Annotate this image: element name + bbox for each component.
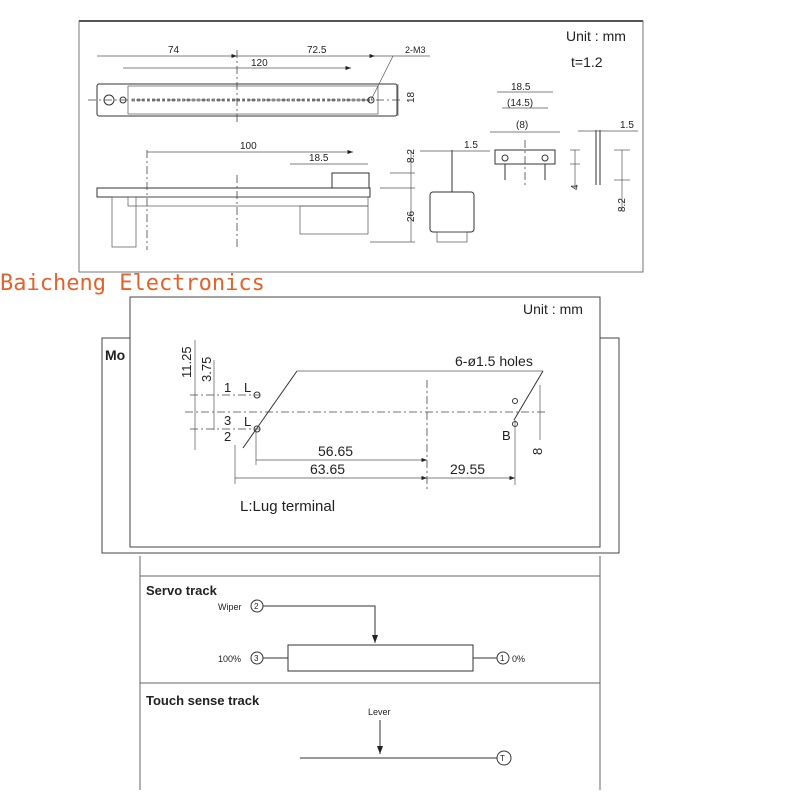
resistor <box>287 644 474 672</box>
dim-bracket-8-2: 8.2 <box>617 198 628 212</box>
dim-bracket-4: 4 <box>570 184 581 190</box>
dim-8-2: 8.2 <box>406 149 417 163</box>
dim-11-25: 11.25 <box>179 346 194 378</box>
wiper-label: Wiper <box>218 602 242 612</box>
bracket-view: 18.5 (14.5) (8) 1.5 4 8.2 <box>490 82 638 212</box>
watermark: Baicheng Electronics <box>0 271 265 296</box>
dim-26: 26 <box>406 210 417 222</box>
back-title-fragment: Mo <box>105 347 125 363</box>
dim-63-65: 63.65 <box>310 461 345 477</box>
touch-pin: T <box>500 754 505 763</box>
dim-29-55: 29.55 <box>450 461 485 477</box>
dim-bracket-8: (8) <box>516 120 528 131</box>
top-view: 74 72.5 120 2-M3 18 <box>88 45 430 125</box>
dim-18: 18 <box>406 91 417 103</box>
right-pin: 1 <box>500 654 505 663</box>
pin-3: 3 <box>224 413 231 428</box>
holes-label: 6-ø1.5 holes <box>455 353 533 369</box>
thickness-label: t=1.2 <box>571 54 603 70</box>
unit-label: Unit : mm <box>566 28 626 44</box>
lever-label: Lever <box>368 707 391 717</box>
dim-72-5: 72.5 <box>307 45 327 56</box>
dim-74: 74 <box>168 45 180 56</box>
dim-56-65: 56.65 <box>318 443 353 459</box>
dim-bracket-14-5: (14.5) <box>507 98 533 109</box>
servo-track-title: Servo track <box>146 583 218 598</box>
pin-2: 2 <box>224 429 231 444</box>
mounting-panel: Mo Unit : mm 11.25 3.75 1 3 2 L L 6-ø1.5… <box>101 296 620 554</box>
pin-1: 1 <box>224 380 231 395</box>
dim-bracket-1-5: 1.5 <box>620 120 634 131</box>
dim-100: 100 <box>240 141 257 152</box>
dim-lever-1-5: 1.5 <box>464 140 478 151</box>
b-label: B <box>502 428 511 443</box>
right-percent: 0% <box>512 654 525 664</box>
circuit-panel: Servo track Wiper 2 100% 3 1 0% Touch se… <box>139 556 601 790</box>
dim-bracket-18-5: 18.5 <box>511 82 531 93</box>
left-percent: 100% <box>218 654 241 664</box>
touch-track-title: Touch sense track <box>146 693 260 708</box>
dim-2-m3: 2-M3 <box>405 45 426 55</box>
dim-3-75: 3.75 <box>199 357 214 382</box>
dim-18-5: 18.5 <box>309 153 329 164</box>
dim-8: 8 <box>530 448 545 455</box>
end-view: 1.5 <box>420 140 490 243</box>
left-pin: 3 <box>254 654 259 663</box>
unit-label-2: Unit : mm <box>523 301 583 317</box>
lug-label-2: L <box>244 414 251 429</box>
wiper-pin: 2 <box>254 602 259 611</box>
legend-lug-terminal: L:Lug terminal <box>240 498 335 515</box>
dim-120: 120 <box>251 58 268 69</box>
side-view: 100 18.5 8.2 26 <box>96 141 417 250</box>
dimension-panel: Unit : mm t=1.2 74 72.5 120 2-M3 18 <box>78 20 644 273</box>
lug-label-1: L <box>244 380 251 395</box>
